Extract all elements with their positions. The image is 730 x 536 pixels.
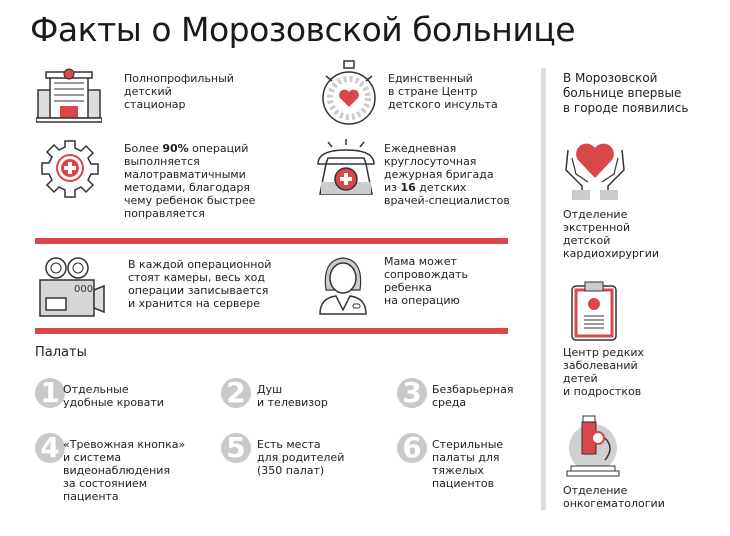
page-title: Факты о Морозовской больнице [30, 10, 576, 49]
fact-minimally-invasive: Более 90% операций выполняется малотравм… [124, 142, 255, 220]
sidebar-divider [541, 68, 546, 510]
sidebar-line: онкогематологии [563, 497, 665, 510]
ward-line: и система [63, 451, 122, 464]
fact-line: В каждой операционной [128, 258, 272, 271]
hospital-building-icon [36, 66, 102, 124]
ward-item: Безбарьерная среда [432, 383, 513, 409]
sidebar-line: и подростков [563, 385, 642, 398]
ward-line: пациента [63, 490, 119, 503]
divider-top [35, 238, 508, 244]
fact-highlight: 16 [400, 181, 416, 194]
fact-duty-team: Ежедневная круглосуточная дежурная брига… [384, 142, 510, 207]
fact-line: дежурная бригада [384, 168, 494, 181]
sidebar-line: кардиохирургии [563, 247, 660, 260]
ward-number-badge: 5 [221, 433, 251, 463]
fact-line: сопровождать [384, 268, 469, 281]
sidebar-heading-line: В Морозовской [563, 71, 658, 85]
microscope-icon [565, 414, 621, 478]
mother-icon [318, 254, 368, 316]
ward-number-badge: 1 [35, 378, 65, 408]
sidebar-line: Центр редких [563, 346, 645, 359]
fact-line: операции записывается [128, 284, 269, 297]
fact-line: детского инсульта [388, 98, 498, 111]
fact-cameras: В каждой операционной стоят камеры, весь… [128, 258, 271, 310]
sidebar-heading: В Морозовской больнице впервые в городе … [563, 71, 688, 116]
fact-mother: Мама может сопровождать ребенка на опера… [384, 255, 468, 307]
sidebar-item: Центр редких заболеваний детей и подрост… [563, 346, 644, 398]
fact-line: стоят камеры, весь ход [128, 271, 265, 284]
hands-heart-icon [562, 138, 628, 202]
ward-number-badge: 6 [397, 433, 427, 463]
fact-line: врачей-специалистов [384, 194, 510, 207]
ward-line: удобные кровати [63, 396, 164, 409]
ward-line: и телевизор [257, 396, 328, 409]
fact-line: выполняется [124, 155, 200, 168]
ward-line: палаты для [432, 451, 500, 464]
ward-line: среда [432, 396, 467, 409]
stopwatch-heart-icon [318, 60, 380, 126]
sidebar-heading-line: больнице впервые [563, 86, 682, 100]
clipboard-icon [570, 280, 618, 342]
ward-item: Есть места для родителей (350 палат) [257, 438, 344, 477]
fact-highlight: 90% [162, 142, 189, 155]
ward-line: видеонаблюдения [63, 464, 171, 477]
ward-item: Душ и телевизор [257, 383, 328, 409]
fact-line: на операцию [384, 294, 460, 307]
fact-line: круглосуточная [384, 155, 477, 168]
sidebar-line: детей [563, 372, 598, 385]
fact-line: детский [124, 85, 172, 98]
ward-number-badge: 4 [35, 433, 65, 463]
fact-line: Единственный [388, 72, 473, 85]
ward-line: Есть места [257, 438, 321, 451]
ward-line: Безбарьерная [432, 383, 514, 396]
fact-line: и хранится на сервере [128, 297, 261, 310]
sidebar-line: заболеваний [563, 359, 638, 372]
ward-line: Отдельные [63, 383, 129, 396]
fact-text: детских [415, 181, 467, 194]
ward-number-badge: 2 [221, 378, 251, 408]
gear-medical-icon [40, 138, 100, 198]
sidebar-line: Отделение [563, 484, 628, 497]
fact-line: Более 90% операций [124, 142, 255, 155]
ward-item: Отдельные удобные кровати [63, 383, 164, 409]
fact-line: поправляется [124, 207, 205, 220]
fact-line: стационар [124, 98, 186, 111]
ward-line: тяжелых [432, 464, 484, 477]
ward-line: за состоянием [63, 477, 148, 490]
fact-full-profile: Полнопрофильный детский стационар [124, 72, 234, 111]
fact-line: методами, благодаря [124, 181, 251, 194]
sidebar-line: Отделение [563, 208, 628, 221]
camera-counter: 000 [74, 284, 94, 295]
divider-bottom [35, 328, 508, 334]
ward-line: «Тревожная кнопка» [63, 438, 186, 451]
fact-line: Мама может [384, 255, 457, 268]
ward-line: для родителей [257, 451, 345, 464]
fact-line: ребенка [384, 281, 432, 294]
ward-item: «Тревожная кнопка» и система видеонаблюд… [63, 438, 185, 503]
ward-line: (350 палат) [257, 464, 325, 477]
wards-heading: Палаты [35, 345, 87, 360]
fact-line: малотравматичными [124, 168, 246, 181]
fact-text: Более [124, 142, 163, 155]
film-camera-icon: 000 [38, 256, 108, 318]
fact-line: в стране Центр [388, 85, 478, 98]
ward-number-badge: 3 [397, 378, 427, 408]
ward-item: Стерильные палаты для тяжелых пациентов [432, 438, 503, 490]
ward-line: пациентов [432, 477, 495, 490]
fact-line: из 16 детских [384, 181, 510, 194]
sidebar-item: Отделение онкогематологии [563, 484, 665, 510]
fact-stroke-center: Единственный в стране Центр детского инс… [388, 72, 498, 111]
fact-text: операций [188, 142, 249, 155]
sidebar-line: детской [563, 234, 611, 247]
ward-line: Душ [257, 383, 283, 396]
sidebar-line: экстренной [563, 221, 631, 234]
fact-line: Полнопрофильный [124, 72, 234, 85]
fact-line: Ежедневная [384, 142, 457, 155]
fact-text: из [384, 181, 401, 194]
sidebar-heading-line: в городе появились [563, 101, 689, 115]
phone-medical-icon [314, 138, 378, 198]
fact-line: чему ребенок быстрее [124, 194, 256, 207]
ward-line: Стерильные [432, 438, 504, 451]
sidebar-item: Отделение экстренной детской кардиохирур… [563, 208, 659, 260]
